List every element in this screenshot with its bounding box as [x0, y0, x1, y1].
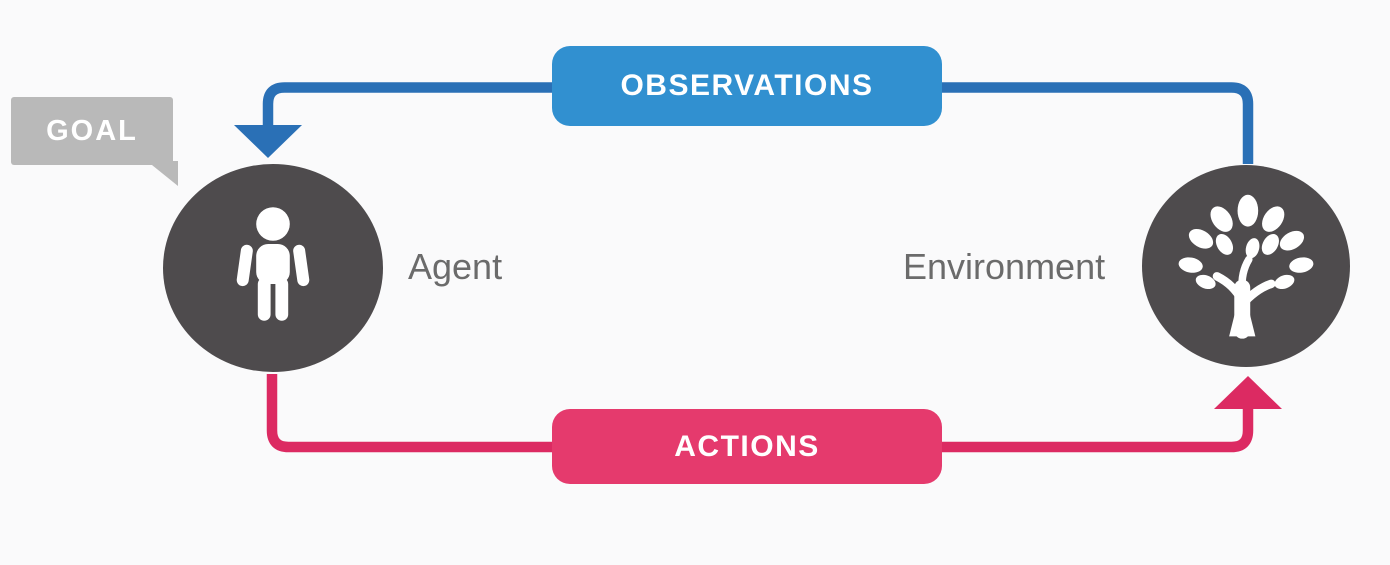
observations-badge: OBSERVATIONS — [552, 46, 942, 126]
environment-node — [1142, 165, 1350, 367]
observations-label: OBSERVATIONS — [620, 69, 874, 102]
observations-arrowhead-icon — [234, 125, 302, 158]
environment-label: Environment — [903, 246, 1106, 287]
goal-label: GOAL — [46, 114, 138, 147]
person-icon — [236, 207, 310, 321]
agent-label: Agent — [408, 246, 503, 287]
goal-bubble: GOAL — [11, 97, 173, 165]
agent-node — [163, 164, 383, 372]
goal-bubble-tail — [147, 161, 178, 186]
actions-arrowhead-icon — [1214, 376, 1282, 409]
actions-badge: ACTIONS — [552, 409, 942, 484]
actions-label: ACTIONS — [674, 429, 820, 463]
tree-icon — [1178, 194, 1314, 339]
